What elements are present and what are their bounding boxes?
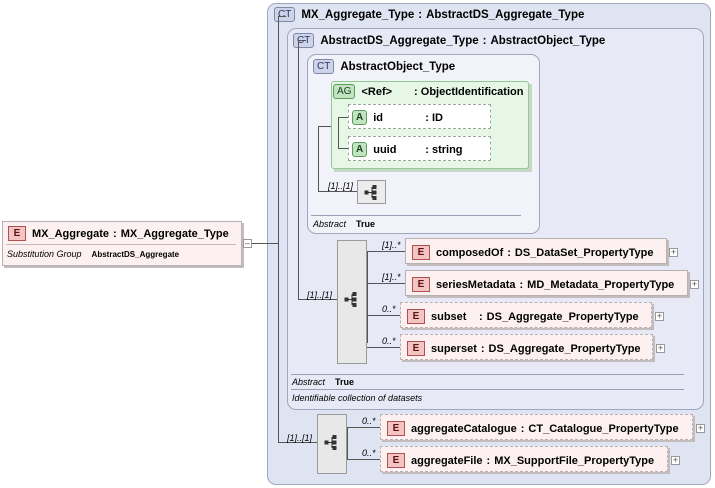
- element-icon: E: [8, 226, 26, 241]
- root-element-type: MX_Aggregate_Type: [120, 227, 229, 240]
- element-icon: E: [387, 453, 405, 468]
- sequence-icon: [364, 185, 377, 200]
- attribute-group-icon: AG: [333, 84, 356, 99]
- expand-icon[interactable]: +: [669, 247, 678, 257]
- element-icon: E: [412, 277, 430, 292]
- sequence-compositor[interactable]: [357, 180, 386, 204]
- attribute-type: ID: [431, 111, 443, 124]
- cardinality: [1]..[1]: [287, 433, 313, 443]
- element-type: CT_Catalogue_PropertyType: [528, 422, 679, 435]
- obj-type-name: AbstractObject_Type: [340, 60, 456, 73]
- element-name: aggregateCatalogue: [411, 422, 517, 435]
- attribute-id: A id : ID: [352, 110, 443, 125]
- element-superset-box[interactable]: [400, 334, 653, 360]
- element-aggregatefile-box[interactable]: [380, 446, 668, 472]
- element-composedof-box[interactable]: [405, 238, 667, 264]
- attribute-uuid-box[interactable]: [348, 136, 491, 161]
- mx-type-base: AbstractDS_Aggregate_Type: [426, 8, 585, 21]
- expand-icon[interactable]: +: [696, 423, 705, 433]
- cardinality: 0..*: [362, 448, 376, 458]
- ds-type-base: AbstractObject_Type: [490, 34, 606, 47]
- expand-icon[interactable]: +: [690, 279, 699, 289]
- element-icon: E: [387, 421, 405, 436]
- complex-type-icon: CT: [313, 59, 335, 74]
- attribute-icon: A: [352, 110, 368, 125]
- sequence-compositor[interactable]: [337, 240, 367, 364]
- attribute-group-name: ObjectIdentification: [420, 85, 524, 98]
- expand-icon[interactable]: +: [655, 311, 664, 321]
- root-element-name: MX_Aggregate: [32, 227, 110, 240]
- sequence-icon: [344, 292, 357, 307]
- cardinality: 0..*: [382, 304, 396, 314]
- sequence-compositor[interactable]: [317, 414, 347, 474]
- element-type: DS_Aggregate_PropertyType: [486, 310, 639, 323]
- ds-aggregate-type-header[interactable]: CT AbstractDS_Aggregate_Type : AbstractO…: [293, 33, 605, 48]
- element-aggregatecatalogue-box[interactable]: [380, 414, 693, 440]
- attribute-group-header[interactable]: AG <Ref> : ObjectIdentification: [333, 84, 523, 99]
- element-name: seriesMetadata: [436, 278, 516, 291]
- attribute-group-ref: <Ref>: [361, 85, 393, 98]
- root-element-box[interactable]: [2, 221, 242, 266]
- root-element-title: E MX_Aggregate : MX_Aggregate_Type: [8, 226, 229, 241]
- element-icon: E: [407, 341, 425, 356]
- element-seriesmetadata-box[interactable]: [405, 270, 688, 296]
- collapse-icon[interactable]: –: [243, 238, 252, 248]
- element-name: aggregateFile: [411, 454, 483, 467]
- expand-icon[interactable]: +: [671, 455, 680, 465]
- attribute-id-box[interactable]: [348, 104, 491, 129]
- element-type: MD_Metadata_PropertyType: [527, 278, 675, 291]
- element-subset: E subset : DS_Aggregate_PropertyType: [407, 309, 639, 324]
- attribute-type: string: [431, 143, 463, 156]
- abstract-object-type-header[interactable]: CT AbstractObject_Type: [313, 59, 455, 74]
- sequence-icon: [324, 435, 337, 450]
- mx-type-name: MX_Aggregate_Type: [301, 8, 415, 21]
- ds-type-name: AbstractDS_Aggregate_Type: [320, 34, 479, 47]
- attribute-uuid: A uuid : string: [352, 142, 463, 157]
- cardinality: 0..*: [382, 336, 396, 346]
- cardinality: 0..*: [362, 416, 376, 426]
- element-name: subset: [431, 310, 467, 323]
- attribute-icon: A: [352, 142, 368, 157]
- element-type: DS_Aggregate_PropertyType: [488, 342, 641, 355]
- cardinality: [1]..[1]: [307, 290, 333, 300]
- attribute-name: uuid: [373, 143, 397, 156]
- element-superset: E superset : DS_Aggregate_PropertyType: [407, 341, 641, 356]
- element-icon: E: [407, 309, 425, 324]
- element-subset-box[interactable]: [400, 302, 652, 328]
- element-name: composedOf: [436, 246, 504, 259]
- cardinality: [1]..*: [382, 240, 401, 250]
- element-seriesmetadata: E seriesMetadata : MD_Metadata_PropertyT…: [412, 277, 674, 292]
- complex-type-icon: CT: [274, 7, 296, 22]
- element-type: DS_DataSet_PropertyType: [514, 246, 654, 259]
- expand-icon[interactable]: +: [656, 343, 665, 353]
- element-aggregatecatalogue: E aggregateCatalogue : CT_Catalogue_Prop…: [387, 421, 679, 436]
- element-name: superset: [431, 342, 477, 355]
- element-type: MX_SupportFile_PropertyType: [494, 454, 655, 467]
- mx-aggregate-type-header[interactable]: CT MX_Aggregate_Type : AbstractDS_Aggreg…: [274, 7, 584, 22]
- element-composedof: E composedOf : DS_DataSet_PropertyType: [412, 245, 653, 260]
- element-aggregatefile: E aggregateFile : MX_SupportFile_Propert…: [387, 453, 654, 468]
- cardinality: [1]..*: [382, 272, 401, 282]
- attribute-name: id: [373, 111, 384, 124]
- ds-aggregate-documentation: Identifiable collection of datasets: [292, 393, 423, 403]
- element-icon: E: [412, 245, 430, 260]
- cardinality: [1]..[1]: [328, 181, 354, 191]
